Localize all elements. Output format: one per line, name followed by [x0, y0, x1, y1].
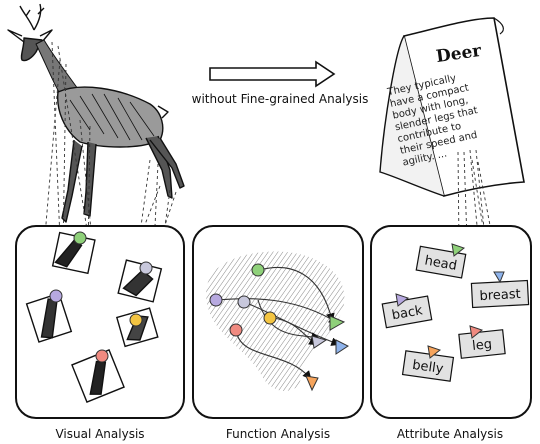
- visual-node-blue: [139, 261, 153, 275]
- visual-patches: [25, 231, 163, 403]
- function-graph: [206, 251, 349, 392]
- function-arrow-green: [329, 315, 346, 331]
- svg-text:back: back: [391, 303, 424, 323]
- tag-breast-marker: [493, 271, 505, 284]
- visual-node-red: [95, 349, 109, 363]
- function-arrow-purple: [311, 335, 328, 349]
- tag-belly-marker: [427, 345, 442, 359]
- attribute-tags: head breast back leg belly: [381, 243, 530, 382]
- direction-arrow: [209, 60, 336, 88]
- deer-document: [379, 17, 525, 197]
- svg-text:breast: breast: [479, 287, 521, 304]
- tag-leg: leg: [458, 329, 506, 359]
- function-arrow-orange: [305, 375, 319, 392]
- attribute-analysis-label: Attribute Analysis: [396, 427, 504, 441]
- function-node-yellow: [263, 311, 277, 325]
- visual-node-purple: [49, 289, 63, 303]
- tag-head-marker: [451, 243, 466, 257]
- function-node-green: [251, 263, 265, 277]
- svg-text:head: head: [423, 253, 458, 273]
- function-arrow-blue: [335, 339, 349, 355]
- deer-illustration: [7, 3, 185, 223]
- svg-text:belly: belly: [411, 358, 444, 377]
- function-node-red: [229, 323, 243, 337]
- tag-back: back: [381, 295, 433, 329]
- svg-text:leg: leg: [471, 337, 492, 354]
- function-analysis-label: Function Analysis: [225, 427, 331, 441]
- tag-leg-marker: [469, 325, 484, 339]
- arrow-label: without Fine-grained Analysis: [191, 92, 369, 106]
- tag-breast: breast: [470, 279, 530, 309]
- tag-belly: belly: [401, 350, 455, 382]
- visual-node-green: [73, 231, 87, 245]
- function-node-purple-a: [209, 293, 223, 307]
- tag-back-marker: [395, 293, 410, 307]
- function-node-purple-b: [237, 295, 251, 309]
- visual-node-yellow: [129, 313, 143, 327]
- visual-analysis-label: Visual Analysis: [55, 427, 145, 441]
- visual-nodes: [49, 231, 153, 363]
